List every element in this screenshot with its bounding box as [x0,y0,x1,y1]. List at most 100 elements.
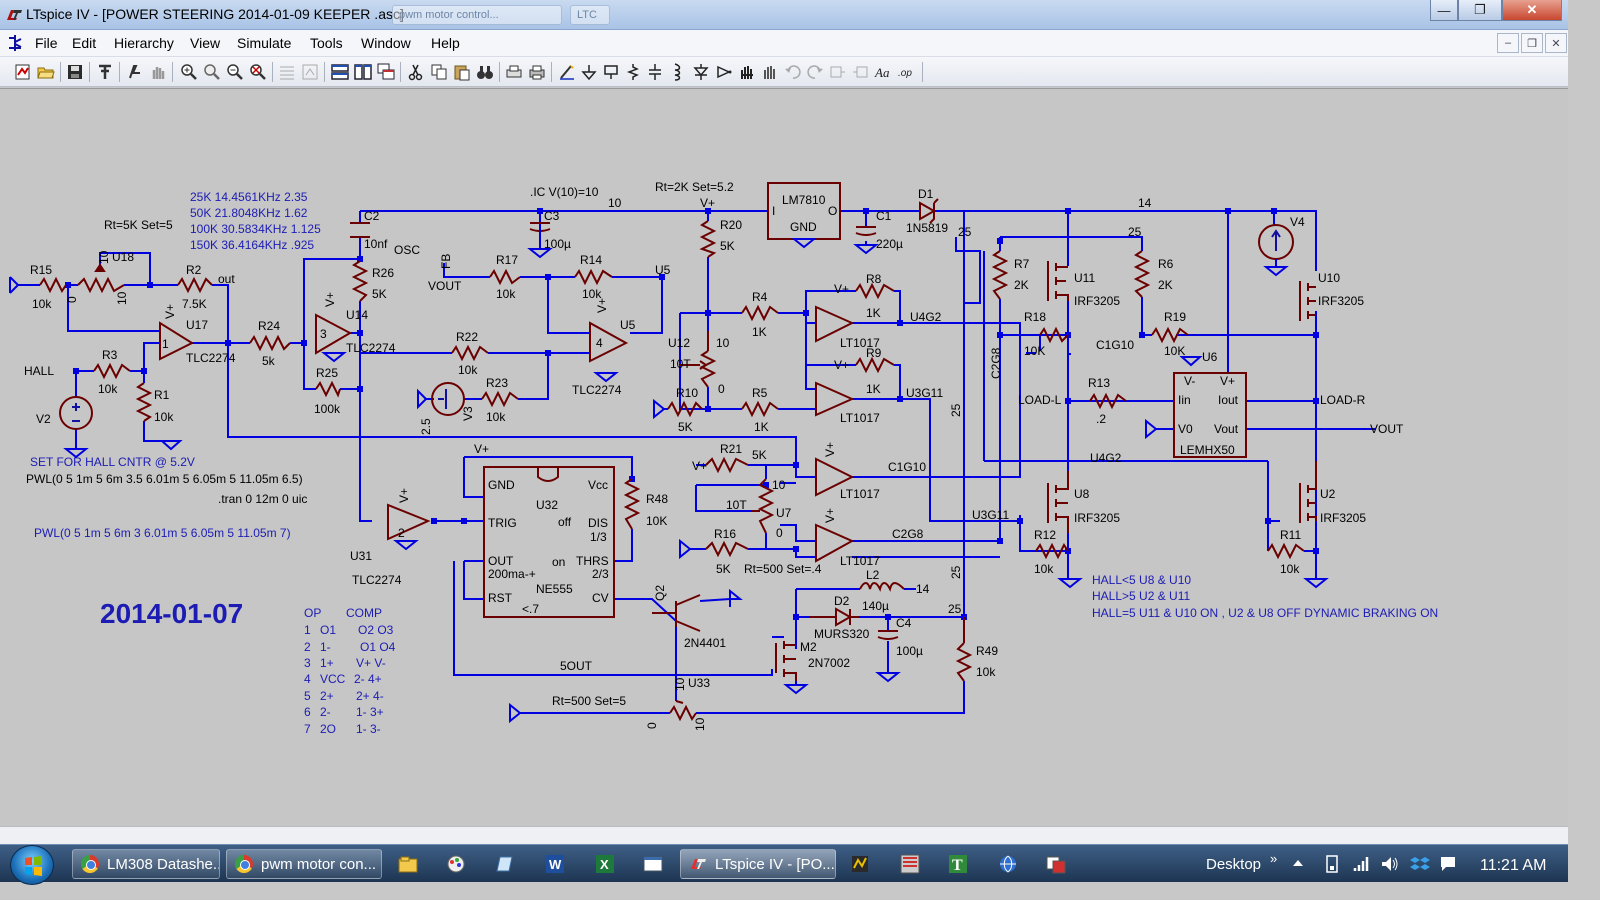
desktop-toolbar-label[interactable]: Desktop [1206,856,1262,873]
tile-horizontal-icon[interactable] [331,63,349,81]
new-schematic-icon[interactable] [14,63,32,81]
tile-vertical-icon[interactable] [354,63,372,81]
app-icon[interactable] [1046,854,1066,874]
svg-text:U4G2: U4G2 [1090,451,1122,465]
schematic-drawing[interactable]: R15 10k U18 10 0 10 R2 7.5K out Rt=5K Se… [0,89,1568,827]
drag-icon[interactable] [761,63,779,81]
paint-icon[interactable] [446,854,466,874]
notepad-icon[interactable] [496,854,516,874]
svg-text:R21: R21 [720,442,742,456]
resistor-icon[interactable] [624,63,642,81]
redo-icon[interactable] [806,63,824,81]
zoom-out-icon[interactable] [226,63,244,81]
svg-text:HALL=5 U11 & U10 ON , U2 & U8: HALL=5 U11 & U10 ON , U2 & U8 OFF DYNAMI… [1092,606,1438,620]
run-icon[interactable] [126,63,144,81]
mirror-icon[interactable] [851,63,869,81]
taskbar-item-pwm[interactable]: pwm motor con... [226,849,382,879]
menu-window[interactable]: Window [361,35,411,51]
svg-text:Q2: Q2 [653,585,667,601]
start-button[interactable] [10,845,54,885]
schematic-document-icon[interactable] [6,34,24,52]
draw-wire-icon[interactable] [558,63,576,81]
resistor-r25 [315,380,341,398]
move-icon[interactable] [738,63,756,81]
explorer-icon[interactable] [398,854,418,874]
control-panel-icon[interactable] [96,63,114,81]
ground-icon[interactable] [580,63,598,81]
mdi-restore-button[interactable]: ❐ [1521,33,1543,53]
autorange-icon[interactable] [301,63,319,81]
autorange-icon[interactable] [278,63,296,81]
print-setup-icon[interactable] [505,63,523,81]
svg-text:1+: 1+ [320,656,334,670]
mdi-close-button[interactable]: ✕ [1545,33,1567,53]
spice-directive-icon[interactable]: .op [897,63,915,81]
menu-hierarchy[interactable]: Hierarchy [114,35,174,51]
svg-text:LOAD-R: LOAD-R [1320,393,1366,407]
maximize-button[interactable]: ❐ [1458,0,1502,21]
resistor-r15 [39,276,67,294]
diode-icon[interactable] [692,63,710,81]
app-icon[interactable] [900,854,920,874]
clock-time[interactable]: 11:21 AM [1480,857,1547,874]
print-icon[interactable] [528,63,546,81]
label-net-icon[interactable] [602,63,620,81]
zoom-fit-icon[interactable] [249,63,267,81]
close-button[interactable]: ✕ [1502,0,1562,21]
paste-icon[interactable] [453,63,471,81]
cascade-icon[interactable] [377,63,395,81]
taskbar-item-ltspice[interactable]: LTspice IV - [PO... [680,849,836,879]
svg-text:I: I [772,204,775,218]
svg-text:LEMHX50: LEMHX50 [1180,443,1235,457]
taskbar-item-lm308[interactable]: LM308 Datashe... [72,849,220,879]
menu-help[interactable]: Help [431,35,460,51]
usb-icon[interactable] [1322,854,1342,874]
svg-text:D1: D1 [918,187,934,201]
svg-text:NE555: NE555 [536,582,573,596]
menu-view[interactable]: View [190,35,221,51]
svg-text:RST: RST [488,591,513,605]
mdi-minimize-button[interactable]: – [1497,33,1519,53]
volume-icon[interactable] [1380,854,1400,874]
svg-text:220µ: 220µ [876,237,903,251]
svg-text:140µ: 140µ [862,599,889,613]
halt-icon[interactable] [149,63,167,81]
capacitor-c1 [855,226,877,236]
save-icon[interactable] [66,63,84,81]
dropbox-icon[interactable] [1410,854,1430,874]
title-bar[interactable]: LTspice IV - [POWER STEERING 2014-01-09 … [0,0,1568,30]
menu-file[interactable]: File [35,35,58,51]
word-icon[interactable]: W [545,854,565,874]
schematic-canvas[interactable]: R15 10k U18 10 0 10 R2 7.5K out Rt=5K Se… [0,88,1568,826]
zoom-in-icon[interactable] [180,63,198,81]
find-icon[interactable] [476,63,494,81]
show-hidden-icons-icon[interactable] [1292,857,1304,869]
menu-simulate[interactable]: Simulate [237,35,292,51]
copy-icon[interactable] [430,63,448,81]
action-center-icon[interactable] [1438,854,1458,874]
excel-icon[interactable]: X [595,854,615,874]
network-icon[interactable] [1352,854,1372,874]
menu-edit[interactable]: Edit [72,35,97,51]
schematic-wires [18,210,1376,714]
rotate-icon[interactable] [829,63,847,81]
svg-text:10k: 10k [1034,562,1054,576]
inductor-icon[interactable] [668,63,686,81]
cut-icon[interactable] [407,63,425,81]
svg-text:IRF3205: IRF3205 [1074,294,1120,308]
globe-icon[interactable] [998,854,1018,874]
undo-icon[interactable] [784,63,802,81]
app-icon[interactable]: T [948,854,968,874]
pan-icon[interactable] [203,63,221,81]
menu-tools[interactable]: Tools [310,35,343,51]
window-app-icon[interactable] [643,854,663,874]
text-icon[interactable]: Aa [874,63,892,81]
app-icon[interactable] [850,854,870,874]
minimize-button[interactable]: — [1430,0,1458,21]
component-icon[interactable] [715,63,733,81]
svg-text:V+: V+ [397,488,411,503]
toolbar-separator [60,62,61,82]
open-icon[interactable] [37,63,55,81]
capacitor-icon[interactable] [646,63,664,81]
chevron-icon[interactable]: » [1270,851,1278,866]
